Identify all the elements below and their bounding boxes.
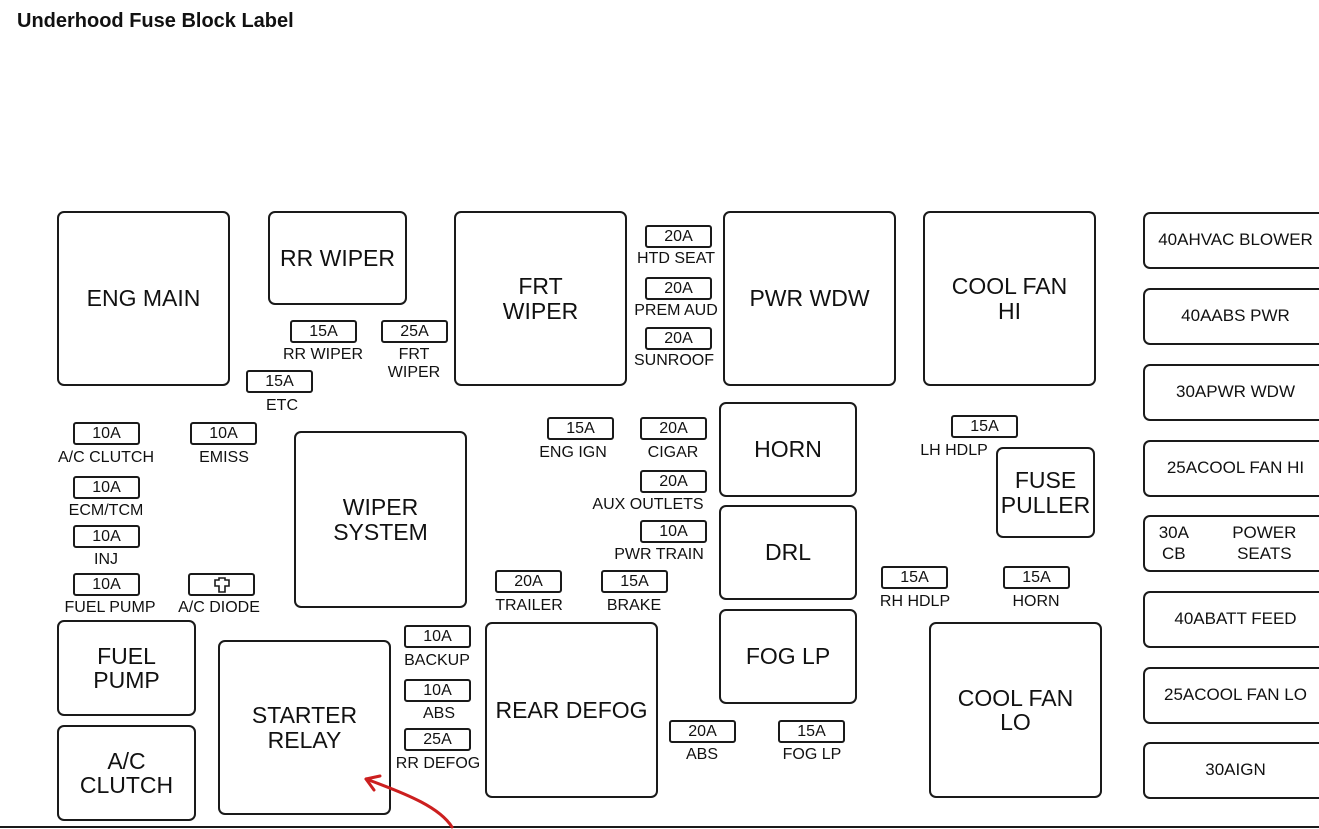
relay-cool-fan-hi: COOL FAN HI — [923, 211, 1096, 386]
fuse-label-rr-wiper: RR WIPER — [283, 346, 363, 363]
ac-diode — [188, 573, 255, 596]
fuse-brake: 15A — [601, 570, 668, 593]
fuse-label-etc: ETC — [266, 397, 298, 414]
fuse-label-ac-diode: A/C DIODE — [178, 599, 260, 616]
relay-pwr-wdw: PWR WDW — [723, 211, 896, 386]
fuse-label-emiss: EMISS — [199, 449, 249, 466]
fuse-label-fog-lp: FOG LP — [782, 746, 842, 763]
fuse-prem-aud: 20A — [645, 277, 712, 300]
fuse-rh-hdlp: 15A — [881, 566, 948, 589]
relay-rear-defog: REAR DEFOG — [485, 622, 658, 798]
diode-icon — [213, 576, 230, 593]
fuse-rr-defog: 25A — [404, 728, 471, 751]
relay-eng-main: ENG MAIN — [57, 211, 230, 386]
fuse-sunroof: 20A — [645, 327, 712, 350]
fuse-label-fuel-pump: FUEL PUMP — [64, 599, 156, 616]
fuse-label-brake: BRAKE — [606, 597, 662, 614]
fuse-label-abs-small: ABS — [422, 705, 456, 722]
fuse-label-lh-hdlp: LH HDLP — [920, 442, 988, 459]
fuse-label-inj: INJ — [94, 551, 118, 568]
fuse-label-sunroof: SUNROOF — [634, 352, 714, 369]
fuse-etc: 15A — [246, 370, 313, 393]
fuse-lh-hdlp: 15A — [951, 415, 1018, 438]
relay-ac-clutch: A/C CLUTCH — [57, 725, 196, 821]
fuse-abs-small: 10A — [404, 679, 471, 702]
fuse-label-horn: HORN — [1012, 593, 1060, 610]
fuse-label-cigar: CIGAR — [647, 444, 699, 461]
fuse-aux-outlets: 20A — [640, 470, 707, 493]
relay-horn: HORN — [719, 402, 857, 497]
relay-cool-fan-lo: COOL FAN LO — [929, 622, 1102, 798]
fuse-htd-seat: 20A — [645, 225, 712, 248]
relay-wiper-system: WIPER SYSTEM — [294, 431, 467, 608]
relay-rr-wiper: RR WIPER — [268, 211, 407, 305]
fuse-puller: FUSE PULLER — [996, 447, 1095, 538]
fuse-fog-lp: 15A — [778, 720, 845, 743]
fuse-backup: 10A — [404, 625, 471, 648]
fuse-frt-wiper: 25A — [381, 320, 448, 343]
fuse-label-backup: BACKUP — [404, 652, 470, 669]
fuse-label-prem-aud: PREM AUD — [634, 302, 718, 319]
fuse-cigar: 20A — [640, 417, 707, 440]
fuse-label-htd-seat: HTD SEAT — [637, 250, 715, 267]
fuse-label-aux-outlets: AUX OUTLETS — [592, 496, 704, 513]
relay-drl: DRL — [719, 505, 857, 600]
fuse-label-ac-clutch: A/C CLUTCH — [57, 449, 155, 466]
fuse-label-rh-hdlp: RH HDLP — [879, 593, 951, 610]
fuse-label-frt-wiper: FRT WIPER — [387, 346, 441, 382]
fuse-fuel-pump: 10A — [73, 573, 140, 596]
fuse-label-trailer: TRAILER — [495, 597, 563, 614]
relay-fog-lp: FOG LP — [719, 609, 857, 704]
fuse-eng-ign: 15A — [547, 417, 614, 440]
fuse-label-pwr-train: PWR TRAIN — [614, 546, 704, 563]
relay-frt-wiper: FRT WIPER — [454, 211, 627, 386]
bottom-border — [0, 826, 1319, 828]
fuse-inj: 10A — [73, 525, 140, 548]
fuse-label-eng-ign: ENG IGN — [539, 444, 607, 461]
fuse-ecm-tcm: 10A — [73, 476, 140, 499]
relay-starter: STARTER RELAY — [218, 640, 391, 815]
fuse-ac-clutch: 10A — [73, 422, 140, 445]
fuse-horn: 15A — [1003, 566, 1070, 589]
fuse-trailer: 20A — [495, 570, 562, 593]
fuse-label-ecm-tcm: ECM/TCM — [68, 502, 144, 519]
fuse-abs: 20A — [669, 720, 736, 743]
fuse-emiss: 10A — [190, 422, 257, 445]
fuse-label-rr-defog: RR DEFOG — [395, 755, 481, 772]
page-title: Underhood Fuse Block Label — [17, 10, 294, 32]
relay-fuel-pump: FUEL PUMP — [57, 620, 196, 716]
fuse-rr-wiper: 15A — [290, 320, 357, 343]
fuse-pwr-train: 10A — [640, 520, 707, 543]
fuse-label-abs: ABS — [685, 746, 719, 763]
